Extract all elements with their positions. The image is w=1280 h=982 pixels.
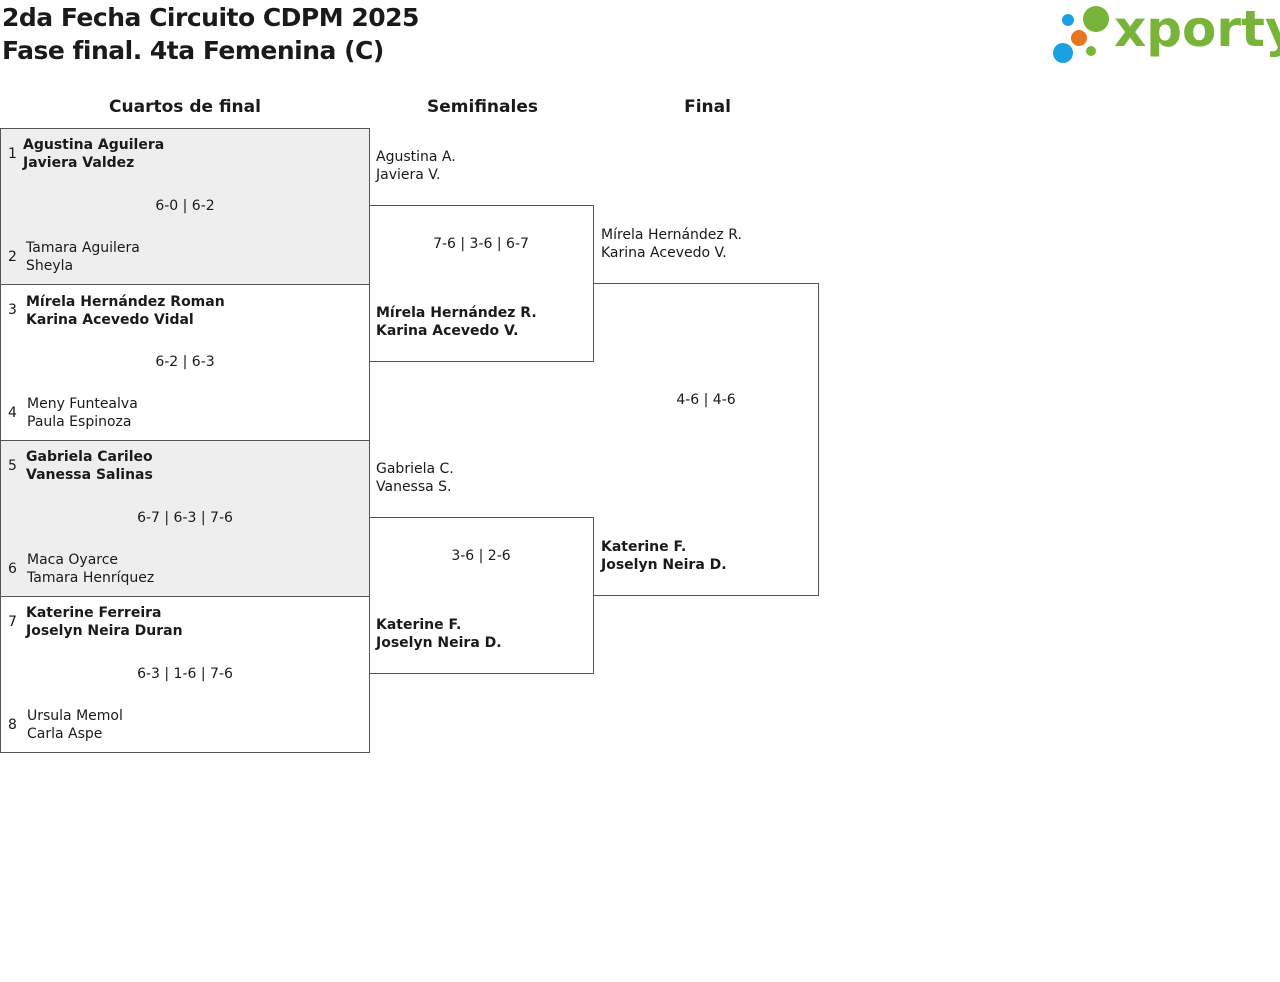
quarterfinal-match: 1 Agustina Aguilera Javiera Valdez 6-0 |… [0,128,370,285]
player-name: Vanessa Salinas [26,467,153,483]
match-score: 6-0 | 6-2 [155,198,215,214]
logo-wordmark: xporty [1114,0,1280,58]
tournament-subtitle: Fase final. 4ta Femenina (C) [2,36,384,65]
logo-dots-icon [1053,6,1109,63]
seed-number: 4 [8,405,17,421]
player-name: Tamara Henríquez [27,570,155,586]
player-name: Katerine F. [601,539,687,555]
match-score: 6-2 | 6-3 [155,354,215,370]
quarterfinal-match: 5 Gabriela Carileo Vanessa Salinas 6-7 |… [0,440,370,597]
player-name: Javiera Valdez [23,155,135,171]
player-name: Gabriela C. [376,461,454,477]
final-bracket: 4-6 | 4-6 Katerine F. Joselyn Neira D. [594,283,819,596]
team-names: Agustina Aguilera Javiera Valdez [23,136,164,172]
seed-number: 5 [8,458,17,474]
match-score: 3-6 | 2-6 [451,548,511,564]
player-name: Tamara Aguilera [26,240,140,256]
final-team: Mírela Hernández R. Karina Acevedo V. [601,226,742,262]
team-names: Tamara Aguilera Sheyla [26,239,140,275]
semifinal-team: Agustina A. Javiera V. [376,148,456,184]
round-header-quarterfinals: Cuartos de final [109,97,261,117]
semifinal-bracket: 3-6 | 2-6 Katerine F. Joselyn Neira D. [369,517,594,674]
team-names: Meny Funtealva Paula Espinoza [27,395,138,431]
player-name: Sheyla [26,258,74,274]
player-name: Mírela Hernández R. [376,305,537,321]
semifinal-bracket: 7-6 | 3-6 | 6-7 Mírela Hernández R. Kari… [369,205,594,362]
player-name: Karina Acevedo V. [601,245,727,261]
seed-number: 3 [8,302,17,318]
player-name: Gabriela Carileo [26,449,153,465]
round-header-semifinals: Semifinales [427,97,538,117]
player-name: Karina Acevedo Vidal [26,312,194,328]
player-name: Joselyn Neira D. [376,635,502,651]
match-score: 7-6 | 3-6 | 6-7 [433,236,529,252]
semifinal-team: Gabriela C. Vanessa S. [376,460,454,496]
player-name: Karina Acevedo V. [376,323,519,339]
seed-number: 7 [8,614,17,630]
player-name: Mírela Hernández Roman [26,294,225,310]
player-name: Katerine Ferreira [26,605,162,621]
final-team: Katerine F. Joselyn Neira D. [601,538,727,574]
tournament-title: 2da Fecha Circuito CDPM 2025 [2,3,419,32]
team-names: Maca Oyarce Tamara Henríquez [27,551,154,587]
player-name: Agustina A. [376,149,456,165]
player-name: Mírela Hernández R. [601,227,742,243]
semifinal-team: Mírela Hernández R. Karina Acevedo V. [376,304,537,340]
player-name: Ursula Memol [27,708,123,724]
player-name: Maca Oyarce [27,552,119,568]
player-name: Meny Funtealva [27,396,138,412]
seed-number: 6 [8,561,17,577]
player-name: Katerine F. [376,617,462,633]
seed-number: 2 [8,249,17,265]
semifinal-team: Katerine F. Joselyn Neira D. [376,616,502,652]
round-header-final: Final [684,97,731,117]
quarterfinal-match: 3 Mírela Hernández Roman Karina Acevedo … [0,284,370,441]
team-names: Ursula Memol Carla Aspe [27,707,123,743]
player-name: Joselyn Neira Duran [26,623,183,639]
player-name: Carla Aspe [27,726,103,742]
player-name: Vanessa S. [376,479,452,495]
team-names: Katerine Ferreira Joselyn Neira Duran [26,604,183,640]
player-name: Joselyn Neira D. [601,557,727,573]
quarterfinal-match: 7 Katerine Ferreira Joselyn Neira Duran … [0,596,370,753]
team-names: Gabriela Carileo Vanessa Salinas [26,448,153,484]
match-score: 4-6 | 4-6 [676,392,736,408]
team-names: Mírela Hernández Roman Karina Acevedo Vi… [26,293,225,329]
player-name: Agustina Aguilera [23,137,165,153]
match-score: 6-3 | 1-6 | 7-6 [137,666,233,682]
seed-number: 8 [8,717,17,733]
xporty-logo[interactable]: xporty [1050,0,1280,68]
player-name: Javiera V. [376,167,441,183]
player-name: Paula Espinoza [27,414,132,430]
seed-number: 1 [8,146,17,162]
match-score: 6-7 | 6-3 | 7-6 [137,510,233,526]
